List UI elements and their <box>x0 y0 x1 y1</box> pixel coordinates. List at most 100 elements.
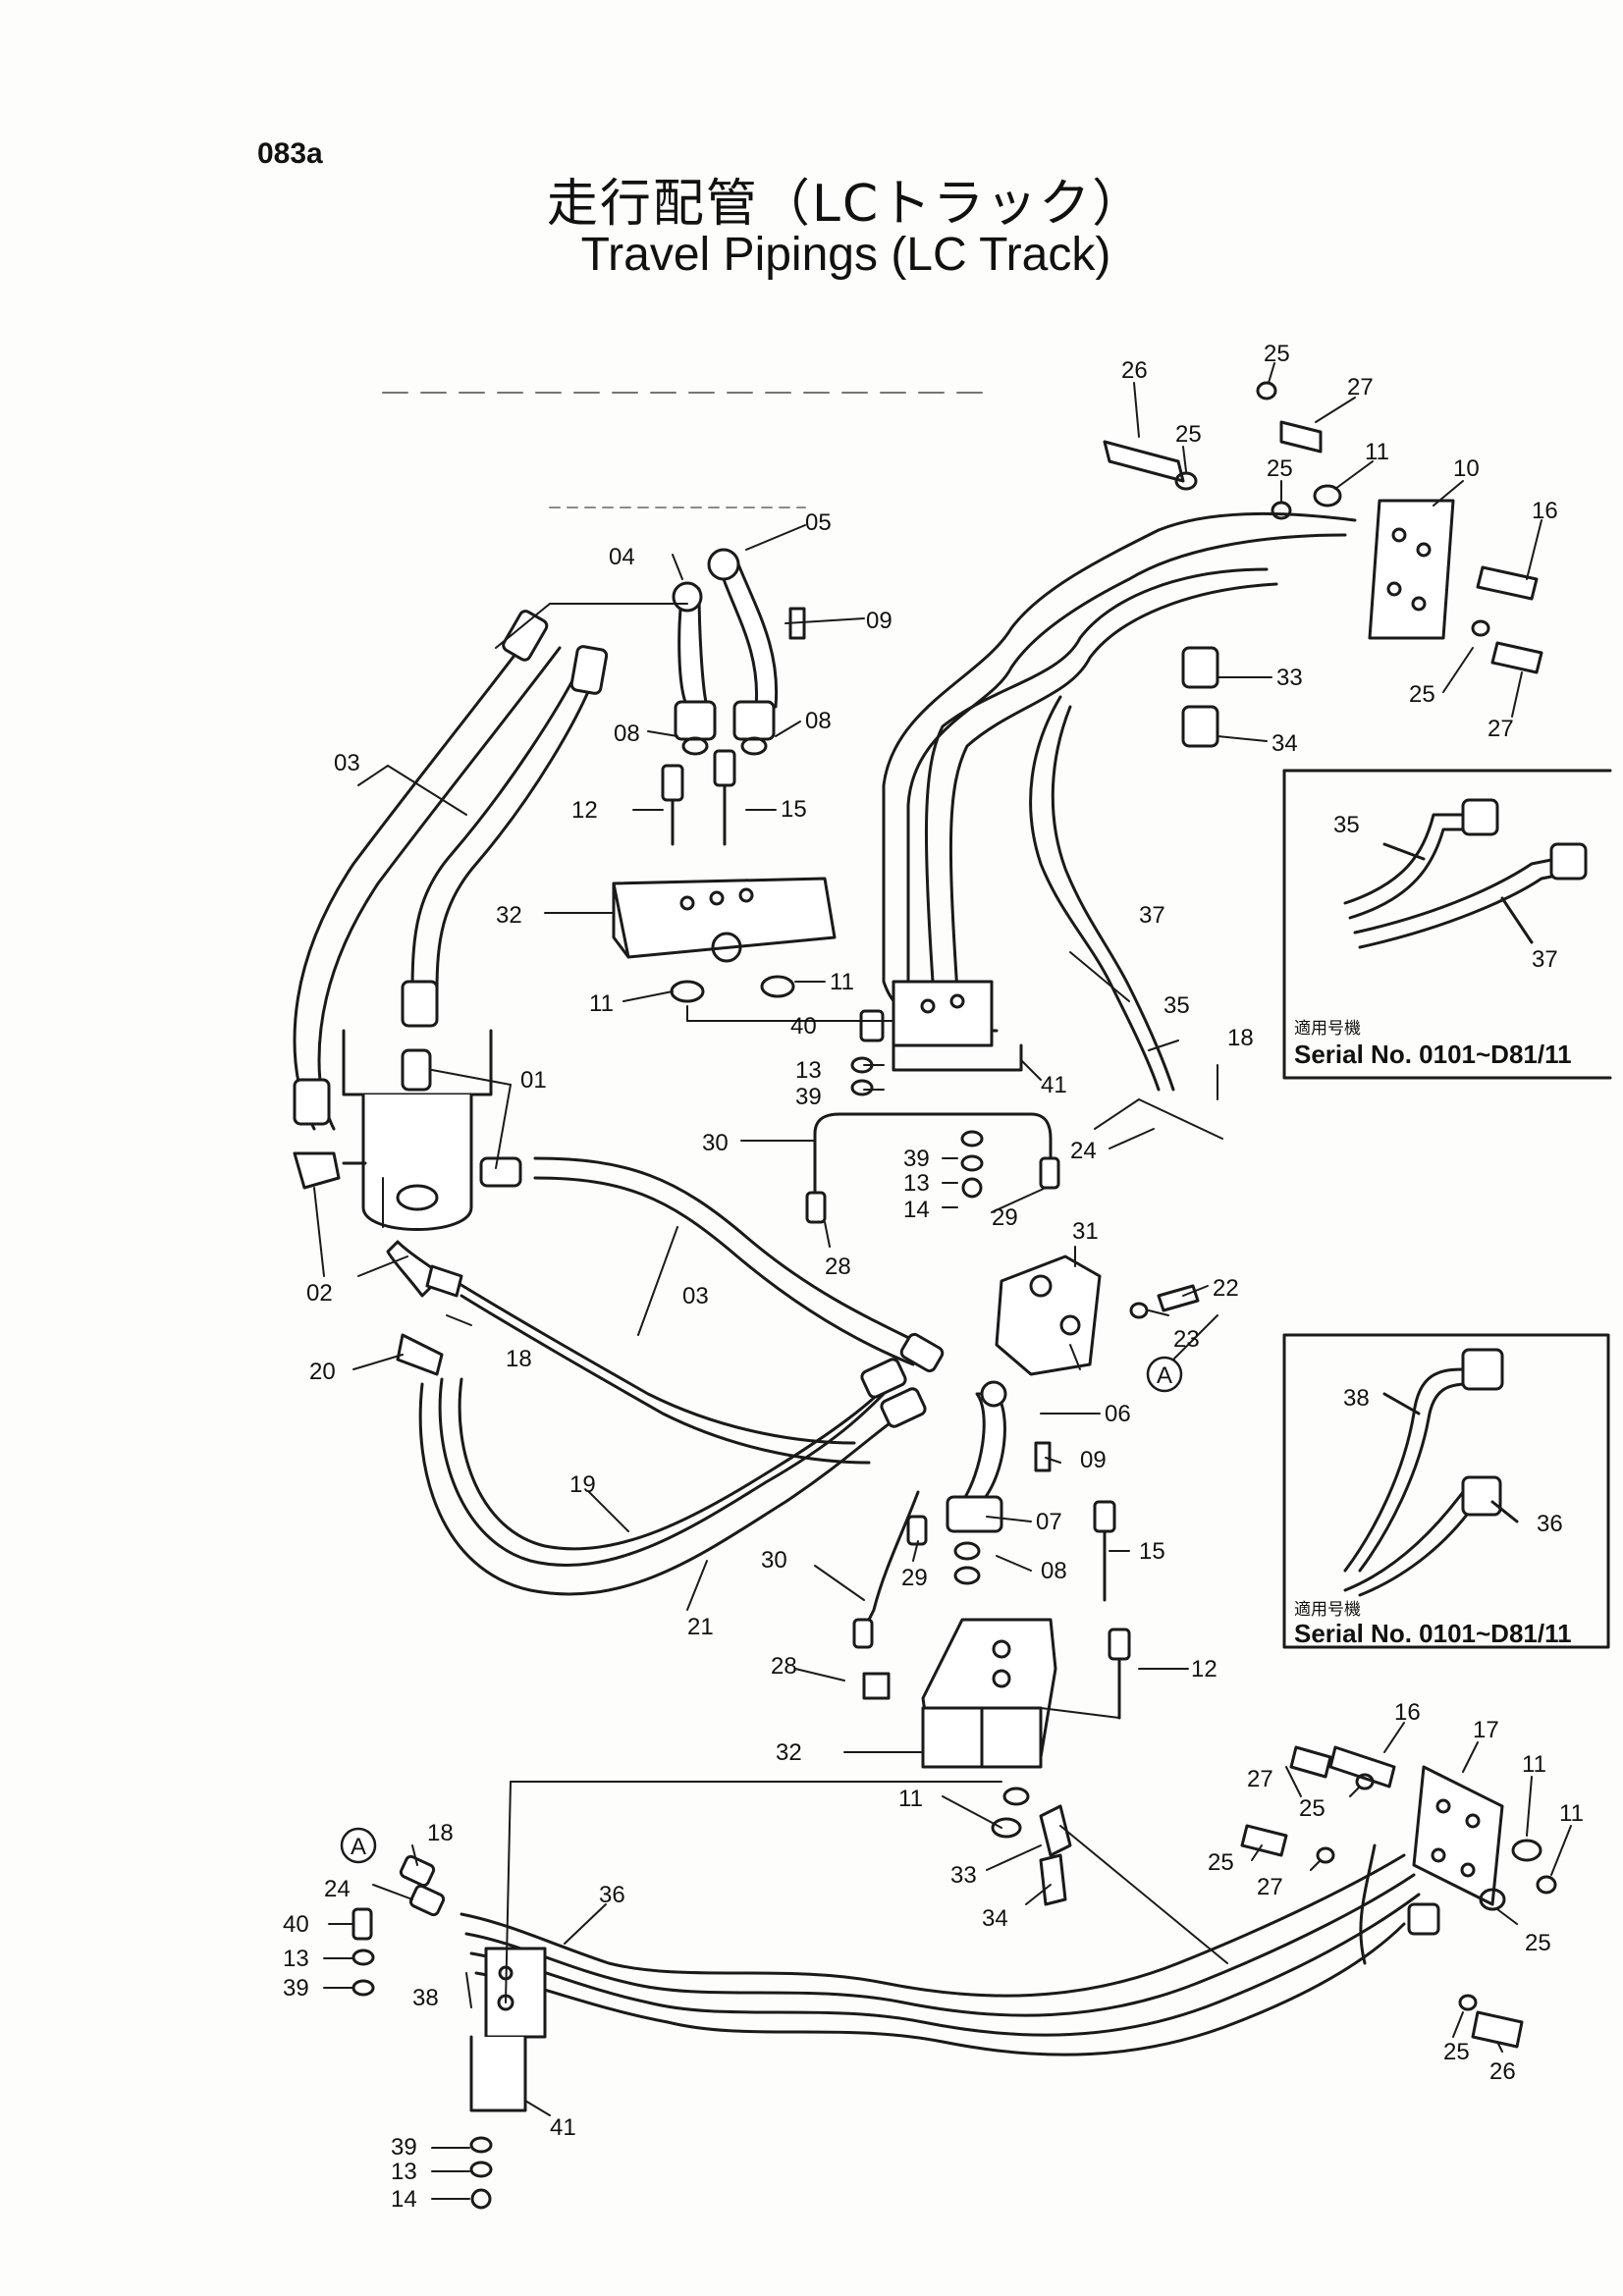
title-japanese: 走行配管（LCトラック） <box>546 175 1146 234</box>
part-label: 11 <box>1365 439 1389 465</box>
inset-label: 37 <box>1532 946 1558 973</box>
part-label: 30 <box>761 1547 787 1574</box>
inset-label: 38 <box>1343 1385 1370 1412</box>
part-label: 21 <box>687 1614 714 1640</box>
valve-block-32-lower <box>862 1618 1057 1839</box>
clamp-33-34-upper <box>1181 646 1219 748</box>
part-label: 01 <box>520 1067 547 1094</box>
clamp-33-34-lower <box>1039 1804 1072 1906</box>
part-label: 12 <box>571 797 598 824</box>
part-label: 32 <box>776 1739 802 1766</box>
oring-25 <box>1471 619 1490 637</box>
part-label: 39 <box>283 1975 309 2002</box>
part-label: 04 <box>609 544 635 570</box>
part-label: 15 <box>781 796 807 823</box>
oring-25 <box>1174 471 1198 491</box>
part-label: 24 <box>324 1876 351 1902</box>
part-label: 08 <box>1041 1558 1067 1584</box>
part-label: 11 <box>589 990 614 1017</box>
part-label: 11 <box>830 969 854 995</box>
part-label: 31 <box>1072 1218 1099 1245</box>
serial-number: Serial No. 0101~D81/11 <box>1294 1619 1572 1648</box>
inset-frame-upper <box>1282 769 1612 1080</box>
part-label: 03 <box>682 1283 709 1309</box>
part-label: 13 <box>283 1946 309 1972</box>
tube-30-lower <box>852 1490 928 1649</box>
applicable-models-jp: 適用号機 <box>1294 1600 1361 1619</box>
inset-label: 36 <box>1537 1511 1563 1537</box>
plate-41-upper <box>850 980 1023 1096</box>
part-label: 25 <box>1525 1930 1551 1956</box>
marker-a-circle <box>340 1827 377 1864</box>
part-label: 27 <box>1247 1766 1273 1792</box>
lower-pipe-bundle <box>460 1843 1421 2056</box>
flange-17 <box>1328 1745 1557 1911</box>
valve-31 <box>995 1255 1200 1376</box>
part-label: 36 <box>599 1882 625 1908</box>
marker-a-circle <box>1146 1356 1183 1393</box>
part-label: 25 <box>1208 1849 1234 1876</box>
part-label: 11 <box>898 1786 923 1812</box>
part-label: 40 <box>790 1013 817 1040</box>
hoses-03-left <box>293 610 609 1131</box>
part-label: 39 <box>795 1084 822 1110</box>
part-label: 24 <box>1070 1138 1097 1164</box>
part-label: 25 <box>1443 2039 1470 2065</box>
part-label: 13 <box>391 2159 417 2185</box>
part-label: 26 <box>1489 2058 1516 2085</box>
part-label: 27 <box>1257 1874 1283 1900</box>
part-label: 18 <box>506 1346 532 1372</box>
leader-lines <box>313 362 1572 2200</box>
part-label: 05 <box>805 509 832 536</box>
bolts-12-15-upper <box>661 749 736 846</box>
part-label: 40 <box>283 1911 309 1938</box>
part-label: 32 <box>496 902 522 929</box>
bolt-27 <box>1279 420 1323 454</box>
part-label: 03 <box>334 750 360 776</box>
part-label: 25 <box>1299 1795 1325 1822</box>
bolt-16 <box>1476 565 1539 601</box>
part-label: 13 <box>795 1057 822 1084</box>
part-label: 37 <box>1139 902 1165 929</box>
part-label: 25 <box>1409 681 1435 708</box>
part-label: 22 <box>1213 1275 1239 1302</box>
oring-25 <box>1271 501 1292 520</box>
part-label: 16 <box>1532 498 1558 524</box>
part-label: 25 <box>1267 455 1293 482</box>
upper-right-fittings <box>1103 381 1543 674</box>
part-label: 28 <box>825 1254 851 1280</box>
oring-11 <box>1511 1839 1542 1862</box>
part-label: 35 <box>1163 992 1190 1019</box>
part-label: 11 <box>1559 1800 1584 1827</box>
oring-25 <box>1536 1875 1557 1895</box>
part-label: 33 <box>950 1862 977 1889</box>
oring-11 <box>1313 484 1342 507</box>
hoses-long <box>396 1156 945 1596</box>
valve-block-32-upper <box>612 877 837 1003</box>
part-label: 26 <box>1121 357 1148 384</box>
part-label: 13 <box>903 1170 930 1197</box>
bolt-27 <box>1490 641 1543 674</box>
inset-upper-text: 35 37 適用号機 Serial No. 0101~D81/11 <box>1294 812 1572 1069</box>
inset-frame-lower <box>1282 1333 1610 1649</box>
part-label: 08 <box>614 721 640 747</box>
part-label: 07 <box>1036 1509 1062 1535</box>
part-label: 23 <box>1173 1326 1200 1353</box>
part-label: 33 <box>1276 665 1303 691</box>
serial-number: Serial No. 0101~D81/11 <box>1294 1040 1572 1069</box>
part-label: 20 <box>309 1359 336 1385</box>
part-label: 41 <box>550 2114 576 2141</box>
part-label: 14 <box>903 1197 930 1223</box>
inset-label: 35 <box>1333 812 1360 838</box>
part-label: 27 <box>1347 374 1374 400</box>
flange-10 <box>1368 499 1455 640</box>
marker-a-label: A <box>1157 1362 1172 1389</box>
bolts-15-12-lower <box>1093 1500 1131 1720</box>
part-label: 18 <box>427 1820 454 1846</box>
part-label: 30 <box>702 1130 729 1156</box>
oring-11 <box>1479 1888 1506 1911</box>
part-label: 19 <box>569 1471 596 1498</box>
motor-body-01 <box>293 1029 522 1298</box>
